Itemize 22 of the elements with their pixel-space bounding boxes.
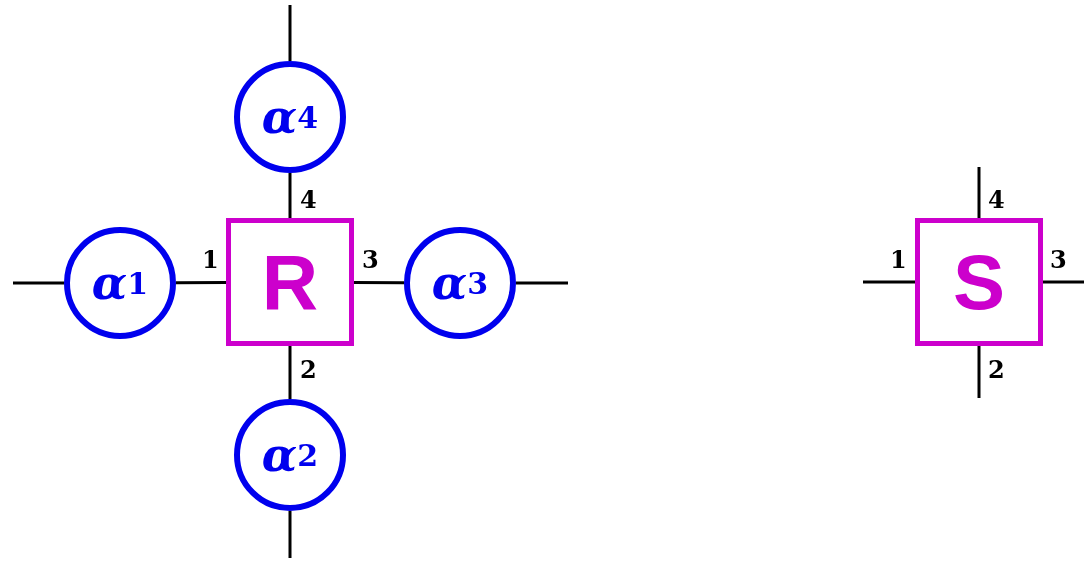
tensor-box: R	[226, 218, 354, 346]
connector-line	[863, 280, 915, 284]
port-number: 4	[988, 188, 1005, 212]
tensor-box: S	[915, 218, 1043, 346]
port-number: 1	[890, 248, 907, 272]
port-number: 2	[300, 358, 317, 382]
connector-line	[354, 280, 404, 285]
connector-line	[13, 281, 64, 285]
connector-line	[288, 346, 292, 399]
connector-line	[288, 511, 292, 558]
connector-line	[288, 173, 292, 218]
connector-line	[977, 167, 981, 218]
port-number: 3	[1050, 248, 1067, 272]
connector-line	[288, 5, 292, 61]
port-number: 3	[362, 248, 379, 272]
port-number: 1	[202, 248, 219, 272]
connector-line	[176, 280, 226, 285]
port-number: 2	[988, 358, 1005, 382]
connector-line	[1043, 280, 1084, 284]
connector-line	[516, 281, 568, 285]
port-number: 4	[300, 188, 317, 212]
connector-line	[977, 346, 981, 398]
